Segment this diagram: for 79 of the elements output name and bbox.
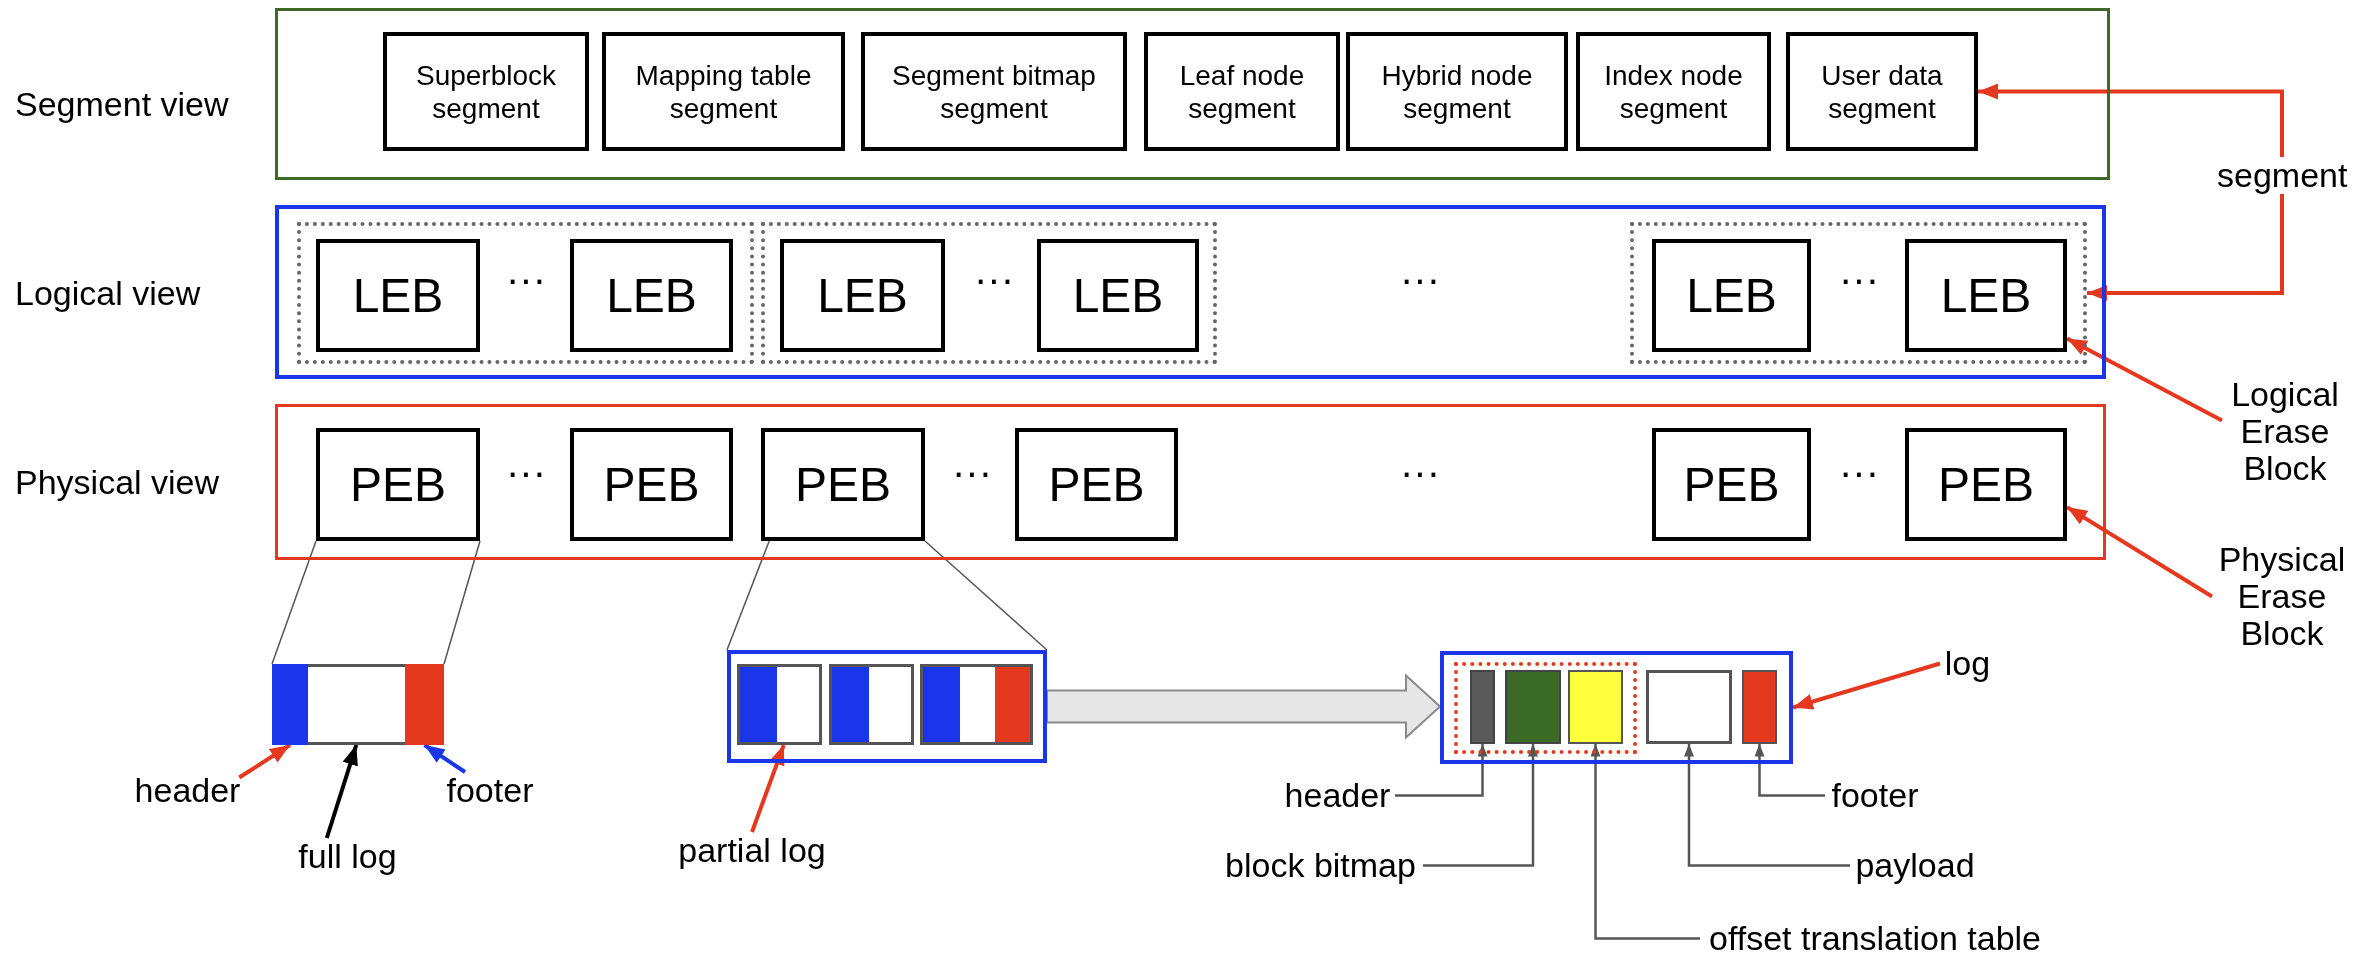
annotation-label: partial log xyxy=(672,832,832,869)
annotation-label: log xyxy=(1940,645,1995,682)
arrow xyxy=(2087,194,2284,301)
annotation-label: footer xyxy=(440,772,540,809)
zoom-line xyxy=(726,540,770,651)
segment-box: Index node segment xyxy=(1576,32,1771,151)
annotation-label: header xyxy=(130,772,245,809)
erase-block-box: PEB xyxy=(570,428,733,541)
footer-bar xyxy=(1742,670,1777,744)
arrow xyxy=(750,744,786,833)
segment-box: User data segment xyxy=(1786,32,1978,151)
zoom-line xyxy=(271,540,317,665)
erase-block-box: PEB xyxy=(316,428,480,541)
erase-block-box: PEB xyxy=(1652,428,1811,541)
segment-box: Mapping table segment xyxy=(602,32,845,151)
arrow xyxy=(2066,336,2223,423)
segment-box: Hybrid node segment xyxy=(1346,32,1568,151)
row-label: Segment view xyxy=(15,84,229,124)
zoom-line xyxy=(924,540,1048,651)
ellipsis-text: ··· xyxy=(505,452,547,492)
header-region xyxy=(1454,662,1637,754)
footer-bar xyxy=(405,664,444,745)
arrow xyxy=(324,744,359,839)
segment-box: Superblock segment xyxy=(383,32,589,151)
erase-block-box: LEB xyxy=(1652,239,1811,352)
partial-log-box xyxy=(727,650,1047,763)
ellipsis-text: ··· xyxy=(973,259,1015,299)
erase-block-box: LEB xyxy=(316,239,480,352)
leader-line xyxy=(1423,744,1538,867)
ellipsis-text: ··· xyxy=(1399,452,1441,492)
log-cell xyxy=(829,664,914,745)
leader-line xyxy=(1590,744,1700,940)
leader-line xyxy=(1684,744,1850,867)
full-log-box xyxy=(272,664,444,745)
arrow xyxy=(238,743,292,780)
erase-block-box: PEB xyxy=(761,428,925,541)
ellipsis-text: ··· xyxy=(505,259,547,299)
annotation-label: full log xyxy=(290,838,405,875)
arrow xyxy=(1978,83,2284,157)
ellipsis-text: ··· xyxy=(951,452,993,492)
erase-block-box: LEB xyxy=(570,239,733,352)
bitmap-bar xyxy=(1505,670,1561,744)
dotted-group xyxy=(1630,222,2087,364)
segment-box: Segment bitmap segment xyxy=(861,32,1127,151)
erase-block-box: LEB xyxy=(1905,239,2067,352)
arrow xyxy=(2065,505,2214,599)
dotted-group xyxy=(297,222,754,364)
dotted-group xyxy=(761,222,1217,364)
header-bar xyxy=(1470,670,1495,744)
ellipsis-text: ··· xyxy=(1399,259,1441,299)
arrow xyxy=(423,743,467,774)
arrow xyxy=(1792,661,1941,710)
annotation-label: header xyxy=(1280,777,1395,814)
annotation-label: footer xyxy=(1825,777,1925,814)
header-bar xyxy=(272,664,308,745)
annotation-label: segment xyxy=(2217,157,2347,194)
row-label: Logical view xyxy=(15,273,201,313)
table-bar xyxy=(1568,670,1623,744)
erase-block-box: LEB xyxy=(1037,239,1199,352)
block-arrow xyxy=(1046,673,1442,740)
ellipsis-text: ··· xyxy=(1838,259,1880,299)
annotation-label: payload xyxy=(1850,847,1980,884)
annotation-label: offset translation table xyxy=(1700,920,2050,957)
ellipsis-text: ··· xyxy=(1838,452,1880,492)
leader-line xyxy=(1395,744,1488,797)
erase-block-box: LEB xyxy=(780,239,945,352)
row-label: Physical view xyxy=(15,462,220,502)
annotation-label: Logical Erase Block xyxy=(2222,376,2348,487)
erase-block-box: PEB xyxy=(1905,428,2067,541)
erase-block-box: PEB xyxy=(1015,428,1178,541)
leader-line xyxy=(1754,744,1825,797)
log-box xyxy=(1440,651,1793,764)
segment-box: Leaf node segment xyxy=(1144,32,1340,151)
log-cell xyxy=(737,664,822,745)
log-cell xyxy=(920,664,1033,745)
annotation-label: Physical Erase Block xyxy=(2212,541,2352,652)
zoom-line xyxy=(443,540,481,665)
annotation-label: block bitmap xyxy=(1218,847,1423,884)
payload-box xyxy=(1646,670,1732,744)
